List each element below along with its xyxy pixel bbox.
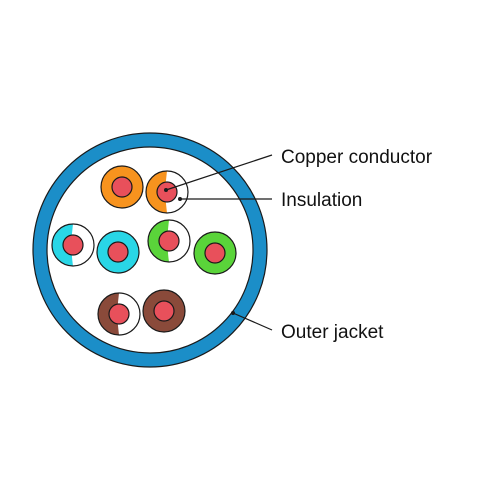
wire-insulation-outline — [51, 223, 95, 267]
insulation-label: Insulation — [281, 190, 362, 211]
copper-leader-line — [165, 154, 273, 191]
wire-insulation-outline — [147, 219, 191, 263]
blue-solid-wire — [96, 230, 140, 274]
outer-jacket-label: Outer jacket — [281, 322, 384, 343]
wire-group — [51, 165, 237, 336]
brown-striped-wire — [97, 292, 141, 336]
orange-striped-wire — [145, 170, 189, 214]
wire-insulation-outline — [97, 292, 141, 336]
copper-conductor — [62, 234, 84, 256]
green-solid-wire — [193, 231, 237, 275]
jacket-leader-line — [232, 312, 273, 331]
copper-conductor — [153, 300, 175, 322]
outer-jacket-outline — [32, 132, 268, 368]
copper-conductor — [107, 241, 129, 263]
insulation-leader-dot — [178, 197, 182, 201]
copper-conductor — [111, 176, 133, 198]
outer-jacket-inner-outline — [46, 146, 254, 354]
jacket-leader-dot — [231, 311, 235, 315]
green-striped-wire — [147, 219, 191, 263]
copper-conductor — [156, 181, 178, 203]
copper-conductor-label: Copper conductor — [281, 147, 433, 168]
wire-insulation-outline — [145, 170, 189, 214]
brown-solid-wire — [142, 289, 186, 333]
orange-solid-wire — [100, 165, 144, 209]
copper-conductor — [204, 242, 226, 264]
blue-striped-wire — [51, 223, 95, 267]
outer-jacket-ring — [33, 133, 267, 367]
copper-leader-dot — [164, 188, 168, 192]
copper-conductor — [158, 230, 180, 252]
copper-conductor — [108, 303, 130, 325]
